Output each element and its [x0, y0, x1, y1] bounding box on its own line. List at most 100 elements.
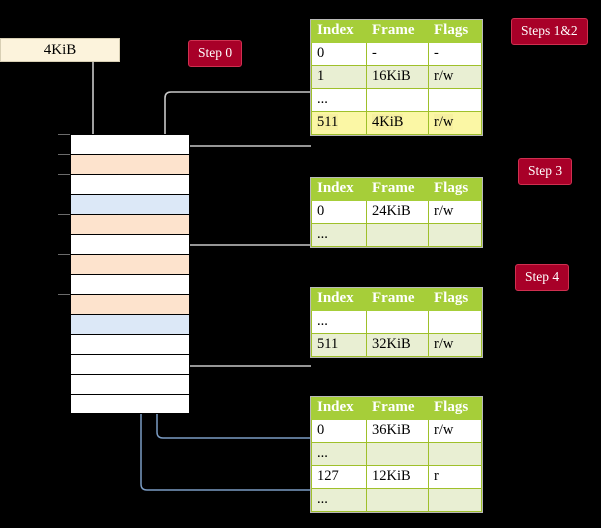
cell-text: 16KiB: [372, 68, 411, 84]
table-row: 127 12KiB r: [311, 465, 482, 489]
column-header-index: Index: [311, 20, 367, 43]
cell-frame: 4KiB: [366, 111, 429, 135]
link-table1-row0-to-frame: [174, 244, 311, 292]
column-header-frame: Frame: [366, 397, 429, 420]
cell-text: 36KiB: [372, 422, 411, 438]
memory-frame-row: [70, 274, 190, 294]
cell-text: 127: [317, 468, 339, 484]
cell-flags: r/w: [428, 111, 482, 135]
cell-text: ...: [317, 226, 328, 242]
physical-memory-frames: [70, 134, 190, 414]
cell-frame: [366, 223, 429, 247]
cell-text: 12KiB: [372, 468, 411, 484]
column-header-flags: Flags: [428, 397, 482, 420]
cell-text: 0: [317, 45, 325, 61]
badge-steps-1-2: Steps 1&2: [511, 18, 588, 45]
cell-frame: [366, 310, 429, 334]
table-row: ...: [311, 88, 482, 112]
cell-frame: [366, 488, 429, 512]
frame-tick-mark: [58, 294, 70, 295]
memory-frame-row: [70, 354, 190, 374]
column-header-frame: Frame: [366, 178, 429, 201]
cell-text: 24KiB: [372, 203, 411, 219]
cell-index: ...: [311, 488, 367, 512]
table-row: ...: [311, 310, 482, 334]
frame-tick-mark: [58, 174, 70, 175]
badge-step-4: Step 4: [515, 264, 570, 291]
cell-flags: [428, 442, 482, 466]
cell-flags: [428, 310, 482, 334]
cell-frame: 12KiB: [366, 465, 429, 489]
table-row: 1 16KiB r/w: [311, 65, 482, 89]
cell-flags: r/w: [428, 419, 482, 443]
cell-flags: r/w: [428, 333, 482, 357]
memory-frame-row: [70, 394, 190, 414]
cell-index: 1: [311, 65, 367, 89]
cell-text: ...: [317, 91, 328, 107]
table-row: 511 4KiB r/w: [311, 111, 482, 135]
link-table2-row511-to-frame: [166, 320, 311, 367]
cell-text: r/w: [434, 68, 454, 84]
link-table3-row0-to-frame: [145, 327, 311, 439]
cell-index: ...: [311, 223, 367, 247]
cell-flags: r/w: [428, 65, 482, 89]
cell-index: 0: [311, 200, 367, 224]
cell-text: 511: [317, 114, 339, 130]
frame-tick-mark: [58, 214, 70, 215]
cell-text: -: [372, 45, 377, 61]
link-table0-row511-to-frame: [171, 145, 311, 170]
cell-index: ...: [311, 442, 367, 466]
cell-frame: 36KiB: [366, 419, 429, 443]
memory-frame-row: [70, 254, 190, 274]
column-header-flags: Flags: [428, 288, 482, 311]
cell-text: ...: [317, 491, 328, 507]
table-row: ...: [311, 223, 482, 247]
cell-index: 511: [311, 333, 367, 357]
column-header-frame: Frame: [366, 20, 429, 43]
badge-step-3: Step 3: [518, 158, 573, 185]
cell-text: 1: [317, 68, 325, 84]
cell-text: r/w: [434, 114, 454, 130]
cell-text: ...: [317, 313, 328, 329]
cell-flags: r: [428, 465, 482, 489]
memory-frame-row: [70, 314, 190, 334]
cell-text: -: [434, 45, 439, 61]
cell-text: ...: [317, 445, 328, 461]
cell-index: ...: [311, 310, 367, 334]
cell-frame: [366, 88, 429, 112]
memory-frame-row: [70, 234, 190, 254]
cell-flags: -: [428, 42, 482, 66]
badge-step-3-label: Step 3: [528, 163, 563, 178]
frame-tick-mark: [58, 134, 70, 135]
column-header-index: Index: [311, 178, 367, 201]
frame-tick-mark: [58, 254, 70, 255]
cell-text: r: [434, 468, 439, 484]
table-row: 0 24KiB r/w: [311, 200, 482, 224]
cell-flags: [428, 88, 482, 112]
badge-step-0-label: Step 0: [198, 45, 233, 60]
badge-step-0: Step 0: [188, 40, 243, 67]
table-row: ...: [311, 442, 482, 466]
cell-frame: 24KiB: [366, 200, 429, 224]
cell-index: 127: [311, 465, 367, 489]
column-header-flags: Flags: [428, 20, 482, 43]
cell-flags: [428, 488, 482, 512]
memory-frame-row: [70, 154, 190, 174]
table-row: 0 36KiB r/w: [311, 419, 482, 443]
memory-frame-row: [70, 194, 190, 214]
column-header-index: Index: [311, 397, 367, 420]
memory-frame-row: [70, 294, 190, 314]
cell-flags: r/w: [428, 200, 482, 224]
page-box-4kib: 4KiB: [0, 38, 120, 62]
link-table0-row1-to-frame: [164, 91, 311, 252]
cell-text: 0: [317, 422, 325, 438]
cell-flags: [428, 223, 482, 247]
badge-step-4-label: Step 4: [525, 269, 560, 284]
cell-text: r/w: [434, 203, 454, 219]
cell-frame: 32KiB: [366, 333, 429, 357]
